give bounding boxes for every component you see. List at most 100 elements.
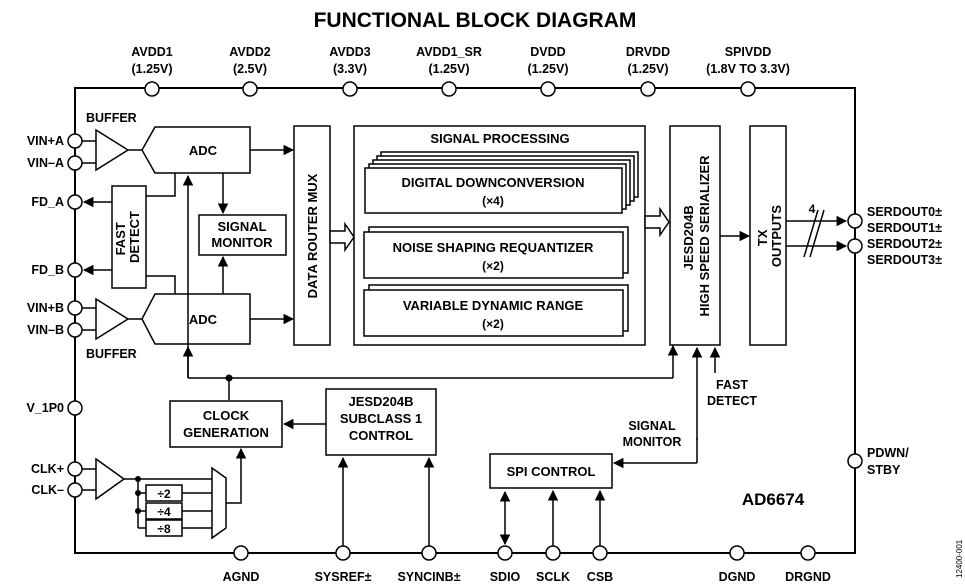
- serdout0-label: SERDOUT0±: [867, 205, 942, 219]
- clock-generation-line-2: GENERATION: [183, 425, 269, 440]
- spi-control-label: SPI CONTROL: [507, 464, 596, 479]
- svg-text:CSB: CSB: [587, 570, 613, 584]
- fast-detect-line-2: DETECT: [127, 211, 142, 263]
- supply-pin-avdd2: AVDD2 (2.5V): [229, 45, 271, 97]
- bus-slash-2: [809, 209, 825, 258]
- serdout3-label: SERDOUT3±: [867, 253, 942, 267]
- spi-control-block: [489, 453, 613, 489]
- signal-monitor-input-line-1: SIGNAL: [628, 419, 676, 433]
- svg-text:CLK+: CLK+: [31, 462, 64, 476]
- svg-text:V_1P0: V_1P0: [26, 401, 64, 415]
- svg-text:AVDD1: AVDD1: [131, 45, 172, 59]
- clock-junction-dot: [225, 374, 233, 382]
- divider-by-4: ÷4: [145, 502, 183, 520]
- bus-slash-1: [803, 209, 819, 258]
- signal-monitor-line-1: SIGNAL: [217, 219, 266, 234]
- svg-text:FD_B: FD_B: [31, 263, 64, 277]
- svg-text:SPIVDD: SPIVDD: [725, 45, 772, 59]
- svg-text:÷8: ÷8: [157, 522, 171, 536]
- svg-text:(2.5V): (2.5V): [233, 62, 267, 76]
- vdr-stack: [363, 284, 629, 337]
- nsr-label: NOISE SHAPING REQUANTIZER: [393, 240, 594, 255]
- signal-monitor-input-line-2: MONITOR: [623, 435, 682, 449]
- pin-vin-minus-a: VIN–A: [27, 155, 83, 171]
- jesd-control-line-3: CONTROL: [349, 428, 413, 443]
- serializer-block: [669, 125, 721, 346]
- svg-text:VIN–B: VIN–B: [27, 323, 64, 337]
- pin-v-1p0: V_1P0: [26, 400, 83, 416]
- supply-pin-avdd1-sr: AVDD1_SR (1.25V): [416, 45, 482, 97]
- svg-text:VIN–A: VIN–A: [27, 156, 64, 170]
- pin-fd-a: FD_A: [31, 194, 83, 210]
- jesd-control-block: [325, 388, 437, 456]
- svg-text:FD_A: FD_A: [31, 195, 64, 209]
- pin-vin-minus-b: VIN–B: [27, 322, 83, 338]
- svg-text:PDWN/: PDWN/: [867, 446, 909, 460]
- pin-serdout-0-1: [847, 213, 863, 229]
- svg-text:AVDD1_SR: AVDD1_SR: [416, 45, 482, 59]
- svg-text:(1.8V TO 3.3V): (1.8V TO 3.3V): [706, 62, 790, 76]
- tx-outputs-block: [749, 125, 787, 346]
- clock-generation-block: [169, 400, 283, 448]
- svg-text:CLK–: CLK–: [31, 483, 64, 497]
- serializer-line-2: HIGH SPEED SERIALIZER: [697, 155, 712, 317]
- pin-clk-plus: CLK+: [31, 461, 83, 477]
- svg-text:÷4: ÷4: [157, 505, 171, 519]
- svg-text:VIN+A: VIN+A: [27, 134, 64, 148]
- jesd-control-line-1: JESD204B: [348, 394, 413, 409]
- svg-text:AGND: AGND: [223, 570, 260, 584]
- svg-text:STBY: STBY: [867, 463, 901, 477]
- pin-sysref: SYSREF±: [315, 545, 372, 584]
- adc-b-label: ADC: [189, 312, 218, 327]
- pin-dgnd: DGND: [719, 545, 756, 584]
- pin-vin-plus-a: VIN+A: [27, 133, 83, 149]
- svg-text:TX OUTPUTS: TX OUTPUTS: [755, 205, 784, 267]
- svg-text:DVDD: DVDD: [530, 45, 565, 59]
- supply-pin-drvdd: DRVDD (1.25V): [626, 45, 670, 97]
- buffer-a-label: BUFFER: [86, 111, 137, 125]
- vdr-count: (×2): [482, 317, 504, 331]
- pin-fd-b: FD_B: [31, 262, 83, 278]
- buffer-b-triangle: [95, 297, 130, 341]
- svg-text:÷2: ÷2: [157, 487, 171, 501]
- serdout1-label: SERDOUT1±: [867, 221, 942, 235]
- buffer-b-label: BUFFER: [86, 347, 137, 361]
- wire-mux-clockgen: [226, 447, 247, 504]
- pin-vin-plus-b: VIN+B: [27, 300, 83, 316]
- fast-detect-line-1: FAST: [113, 222, 128, 255]
- wire-adc-b-fast-detect: [146, 275, 176, 294]
- divider-by-8: ÷8: [145, 519, 183, 537]
- buffer-a-triangle: [95, 128, 130, 172]
- signal-processing-label: SIGNAL PROCESSING: [430, 131, 569, 146]
- lane-count-label: 4: [809, 202, 816, 216]
- svg-text:DGND: DGND: [719, 570, 756, 584]
- svg-text:FAST DETECT: FAST DETECT: [113, 211, 142, 263]
- svg-text:DRGND: DRGND: [785, 570, 831, 584]
- fast-detect-input-line-1: FAST: [716, 378, 748, 392]
- signal-monitor-line-2: MONITOR: [211, 235, 273, 250]
- svg-text:SDIO: SDIO: [490, 570, 521, 584]
- bus-arrow-dsp-serializer: [644, 206, 670, 238]
- nsr-stack: [363, 226, 629, 279]
- clock-input-buffer: [95, 457, 126, 501]
- ddc-stack: [364, 151, 639, 214]
- pin-sdio: SDIO: [490, 545, 521, 584]
- diagram-title: FUNCTIONAL BLOCK DIAGRAM: [314, 9, 637, 32]
- divider-by-2: ÷2: [145, 484, 183, 502]
- svg-text:SCLK: SCLK: [536, 570, 570, 584]
- signal-monitor-block: [198, 214, 287, 256]
- svg-text:(1.25V): (1.25V): [429, 62, 470, 76]
- svg-text:VIN+B: VIN+B: [27, 301, 64, 315]
- adc-a-label: ADC: [189, 143, 218, 158]
- wire-adc-a-fast-detect: [146, 173, 176, 197]
- clock-generation-line-1: CLOCK: [203, 408, 250, 423]
- nsr-count: (×2): [482, 259, 504, 273]
- svg-text:(1.25V): (1.25V): [528, 62, 569, 76]
- pin-agnd: AGND: [223, 545, 260, 584]
- svg-text:DRVDD: DRVDD: [626, 45, 670, 59]
- supply-pin-avdd1: AVDD1 (1.25V): [131, 45, 173, 97]
- svg-text:SYSREF±: SYSREF±: [315, 570, 372, 584]
- tx-outputs-line-1: TX: [755, 229, 770, 246]
- tx-outputs-line-2: OUTPUTS: [769, 205, 784, 267]
- ddc-count: (×4): [482, 194, 504, 208]
